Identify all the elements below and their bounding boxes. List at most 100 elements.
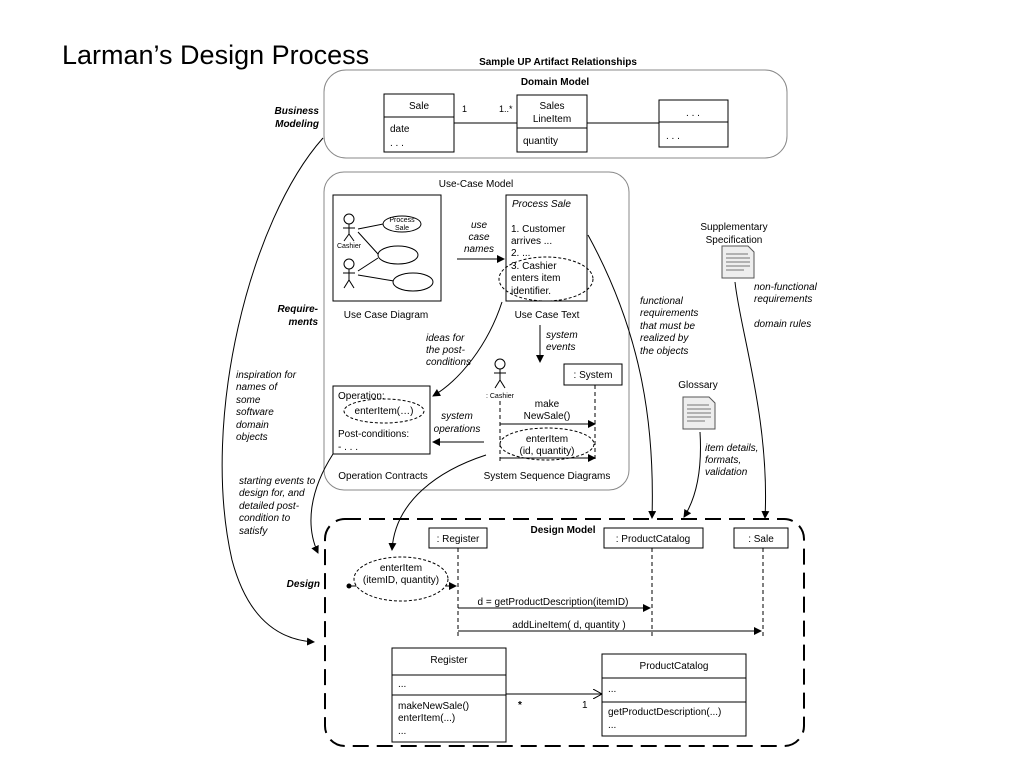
arrow-supplementary-to-sale: [734, 281, 770, 519]
svg-text:Operation:: Operation:: [338, 391, 385, 402]
use-case-text-caption: Use Case Text: [515, 310, 580, 321]
usecase-three: [392, 272, 434, 292]
label-design: Design: [287, 579, 320, 590]
svg-text:design for, and: design for, and: [239, 488, 305, 499]
note-system-events-2: events: [546, 342, 575, 353]
svg-text:3. Cashier: 3. Cashier: [511, 261, 557, 272]
operation-contracts-caption: Operation Contracts: [338, 471, 428, 482]
document-icon: [721, 245, 755, 279]
multiplicity-one: 1: [462, 104, 467, 114]
svg-text:condition to: condition to: [239, 513, 291, 524]
svg-text:objects: objects: [236, 432, 268, 443]
svg-text:realized by: realized by: [640, 333, 689, 344]
svg-text:Register: Register: [430, 655, 468, 666]
svg-text:1. Customer: 1. Customer: [511, 224, 566, 235]
svg-text:enterItem: enterItem: [526, 434, 568, 445]
svg-text:names of: names of: [236, 382, 278, 393]
svg-text:. . .: . . .: [666, 131, 680, 142]
inspiration-note: inspiration for names of some software d…: [221, 137, 324, 646]
arrow-functional-to-catalog: [587, 234, 657, 519]
glossary-document-icon: [682, 396, 716, 430]
note-system-events-1: system: [546, 330, 578, 341]
note-nonfunc-1: non-functional: [754, 282, 818, 293]
svg-text:some: some: [236, 395, 261, 406]
design-model-frame: [324, 518, 805, 747]
functional-requirements-note: functional requirements that must be rea…: [587, 234, 698, 519]
sale-class: Sale date . . .: [383, 93, 455, 153]
msg-add-line-item: addLineItem( d, quantity ): [512, 620, 625, 631]
svg-text:Glossary: Glossary: [678, 380, 717, 391]
svg-text:...: ...: [608, 684, 616, 695]
svg-text:(id, quantity): (id, quantity): [519, 446, 574, 457]
glossary: Glossary item details, formats, validati…: [678, 380, 758, 518]
svg-text:satisfy: satisfy: [239, 526, 268, 537]
note-use-case-names-3: names: [464, 244, 494, 255]
multiplicity-many: 1..*: [499, 104, 513, 114]
svg-text:...: ...: [608, 720, 616, 731]
svg-text:getProductDescription(...): getProductDescription(...): [608, 707, 721, 718]
highlight-contract-enter-item: [343, 398, 425, 424]
note-use-case-names-1: use: [471, 220, 488, 231]
svg-text:starting events to: starting events to: [239, 476, 316, 487]
svg-text:software: software: [236, 407, 274, 418]
svg-text:quantity: quantity: [523, 136, 558, 147]
label-requirements-2: ments: [289, 317, 319, 328]
diagram-subtitle: Sample UP Artifact Relationships: [479, 57, 637, 68]
design-model: Design Model : Register : ProductCatalog…: [324, 518, 805, 747]
svg-text:enterItem(…): enterItem(…): [355, 406, 414, 417]
svg-text:Sale: Sale: [409, 101, 429, 112]
design-catalog-object: [603, 527, 704, 549]
svg-text:requirements: requirements: [640, 308, 698, 319]
system-sequence-diagram: : Cashier : System make NewSale() enterI…: [486, 358, 623, 462]
side-labels: Business Modeling Require- ments Design: [275, 106, 320, 590]
use-case-model-label: Use-Case Model: [439, 179, 513, 190]
use-case-model: Use-Case Model Cashier: [323, 171, 630, 491]
supplementary-specification: Supplementary Specification non-function…: [700, 222, 818, 519]
other-class: . . . . . .: [658, 99, 729, 148]
note-use-case-names-2: case: [468, 232, 490, 243]
ssd-system-box: [563, 363, 623, 386]
note-system-operations-1: system: [441, 411, 473, 422]
highlight-step-3: [498, 256, 594, 302]
svg-text:that must be: that must be: [640, 321, 695, 332]
msg-get-description: d = getProductDescription(itemID): [478, 597, 629, 608]
svg-text:the objects: the objects: [640, 346, 688, 357]
arrow-domain-to-design-classes: [221, 137, 324, 646]
found-message-dot: [346, 583, 352, 589]
svg-text:Post-conditions:: Post-conditions:: [338, 429, 409, 440]
svg-text:...: ...: [398, 726, 406, 737]
svg-text:(itemID, quantity): (itemID, quantity): [363, 575, 439, 586]
ssd-cashier-label: : Cashier: [486, 393, 515, 400]
svg-text:. . .: . . .: [686, 108, 700, 119]
highlight-ssd-enter-item: [499, 427, 595, 461]
actor-cashier-label: Cashier: [337, 243, 362, 250]
svg-text:. . .: . . .: [390, 138, 404, 149]
domain-model: Domain Model Sale date . . . 1 1..* Sale…: [323, 69, 788, 159]
arrow-glossary-to-catalog: [683, 431, 701, 518]
use-case-text: Process Sale 1. Customer arrives ... 2. …: [498, 194, 594, 302]
svg-text:enterItem: enterItem: [380, 563, 422, 574]
use-case-diagram-caption: Use Case Diagram: [344, 310, 428, 321]
design-model-label: Design Model: [530, 525, 595, 536]
svg-text:ProductCatalog: ProductCatalog: [640, 661, 709, 672]
svg-text:arrives ...: arrives ...: [511, 236, 552, 247]
svg-text:makeNewSale(): makeNewSale(): [398, 701, 469, 712]
svg-text:Supplementary: Supplementary: [700, 222, 767, 233]
svg-text:enterItem(...): enterItem(...): [398, 713, 455, 724]
highlight-design-enter-item: [353, 556, 449, 602]
note-ideas-1: ideas for: [426, 333, 465, 344]
svg-text:make: make: [535, 399, 560, 410]
operation-contract: Operation: enterItem(…) Post-conditions:…: [332, 385, 431, 455]
register-class: Register ... makeNewSale() enterItem(...…: [391, 647, 507, 743]
label-business-1: Business: [275, 106, 320, 117]
note-glossary-3: validation: [705, 467, 748, 478]
svg-text:: Register: : Register: [437, 534, 480, 545]
actor-cashier-icon: [343, 213, 355, 242]
page-title: Larman’s Design Process: [62, 40, 369, 70]
note-domain-rules: domain rules: [754, 319, 811, 330]
ssd-caption: System Sequence Diagrams: [484, 471, 611, 482]
svg-text:Sales: Sales: [539, 101, 564, 112]
svg-text:date: date: [390, 124, 410, 135]
svg-text:Process: Process: [389, 217, 415, 224]
